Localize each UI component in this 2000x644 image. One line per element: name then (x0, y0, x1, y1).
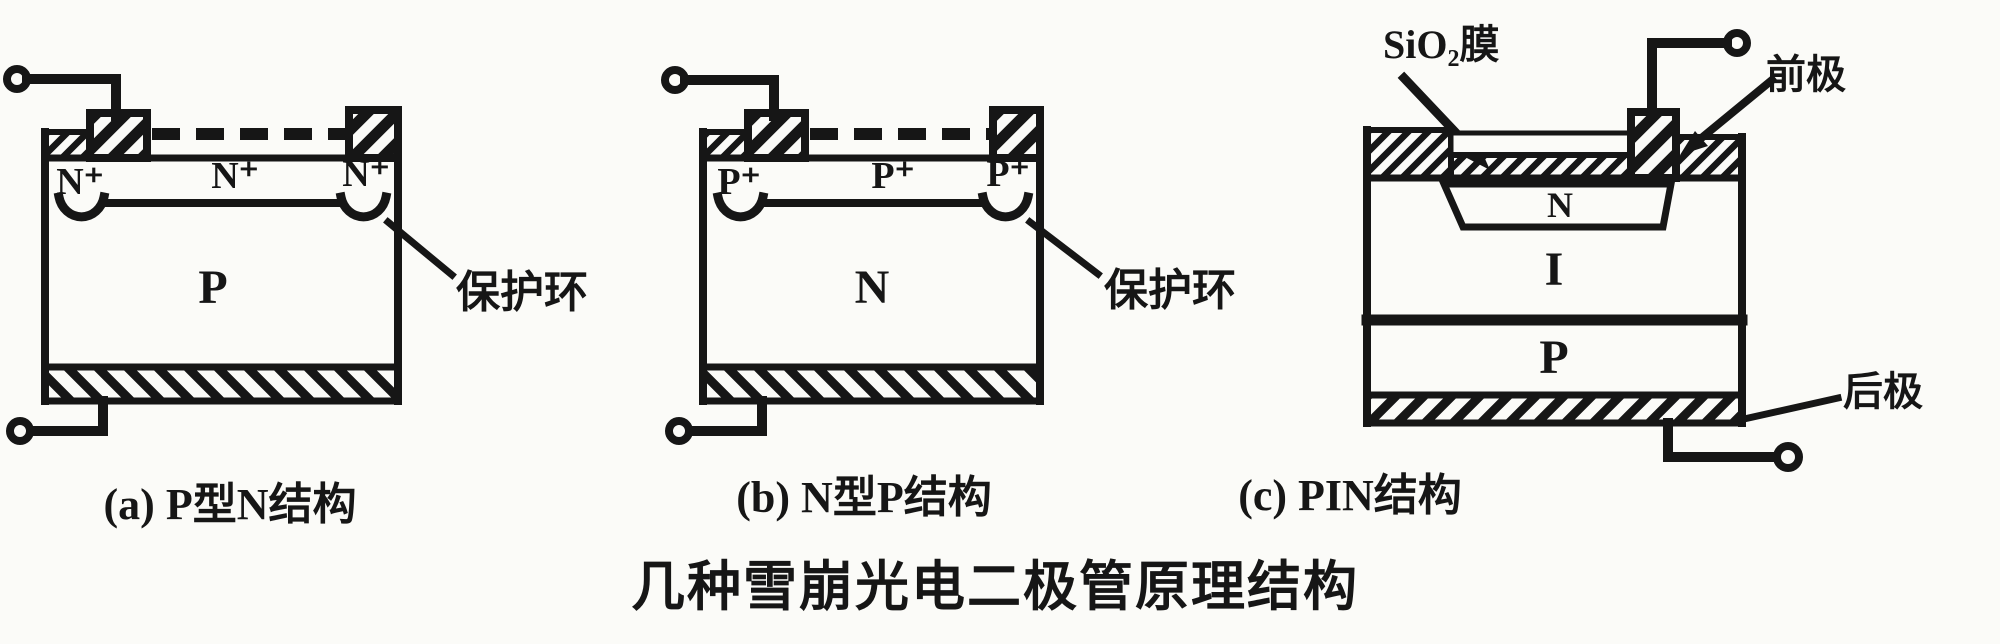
wire-bottom-b (685, 396, 767, 436)
bottom-contact-strip-c (1363, 391, 1746, 427)
terminal-circle-bottom-a (6, 417, 34, 445)
body-region-label-a: P (198, 261, 227, 314)
front-electrode-arrow-line (1693, 74, 1778, 146)
wire-top-b (680, 75, 779, 121)
guard-ring-label-b: 保护环 (1104, 266, 1236, 315)
terminal-circle-back-c (1773, 442, 1803, 472)
contact-pad-left-a (86, 109, 151, 162)
contact-pad-left-b (744, 109, 809, 162)
bottom-contact-strip-b (699, 363, 1044, 405)
diagram-c: SiO₂膜 前极 N I P 后极 (c) PIN结构 (1238, 22, 1923, 520)
region-label-a-center: N⁺ (211, 155, 259, 197)
sio2-film-strip-c (1448, 130, 1634, 158)
contact-strip-left-a (42, 129, 93, 161)
bottom-contact-strip-a (41, 363, 402, 405)
layer-label-i-c: I (1545, 243, 1564, 296)
caption-b: (b) N型P结构 (736, 473, 991, 522)
region-label-b-left: P⁺ (717, 161, 760, 203)
guard-ring-arc-left-b (712, 191, 769, 222)
front-contact-pad-c (1627, 108, 1680, 182)
guard-ring-arc-left-a (53, 191, 110, 222)
wire-bottom-a (26, 396, 108, 436)
wire-back-c (1663, 418, 1781, 462)
layer-label-p-c: P (1539, 331, 1568, 384)
caption-a: (a) P型N结构 (104, 480, 357, 529)
guard-ring-arc-right-a (335, 191, 392, 222)
contact-pad-right-a (345, 106, 402, 162)
back-electrode-label: 后极 (1843, 369, 1923, 414)
region-label-b-center: P⁺ (871, 155, 914, 197)
contact-pad-right-b (989, 106, 1044, 162)
region-label-a-left: N⁺ (56, 161, 104, 203)
top-metal-right-c (1673, 134, 1745, 181)
wire-front-c (1647, 38, 1732, 119)
back-electrode-pointer-line (1739, 393, 1843, 424)
n-well-trapezoid-c (1438, 180, 1676, 231)
caption-c: (c) PIN结构 (1238, 471, 1462, 520)
contact-strip-left-b (700, 129, 751, 161)
front-electrode-label: 前极 (1766, 52, 1846, 97)
region-label-a-right: N⁺ (342, 153, 390, 195)
body-region-label-b: N (855, 261, 890, 314)
diagram-a: N⁺ N⁺ N⁺ P 保护环 (a) P型N结构 (3, 65, 588, 529)
guard-ring-arc-right-b (977, 191, 1034, 222)
region-label-b-right: P⁺ (986, 153, 1029, 195)
sio2-film-label: SiO₂膜 (1383, 22, 1499, 67)
figure-title: 几种雪崩光电二极管原理结构 (631, 557, 1359, 617)
guard-ring-pointer-line-a (383, 217, 457, 280)
wire-top-a (22, 74, 121, 121)
terminal-circle-bottom-b (665, 417, 693, 445)
top-metal-left-c (1364, 127, 1454, 181)
guard-ring-pointer-line-b (1025, 217, 1103, 279)
guard-ring-label-a: 保护环 (456, 268, 588, 317)
diagram-b: P⁺ P⁺ P⁺ N 保护环 (b) N型P结构 (661, 66, 1236, 522)
layer-label-n-c: N (1547, 185, 1573, 225)
